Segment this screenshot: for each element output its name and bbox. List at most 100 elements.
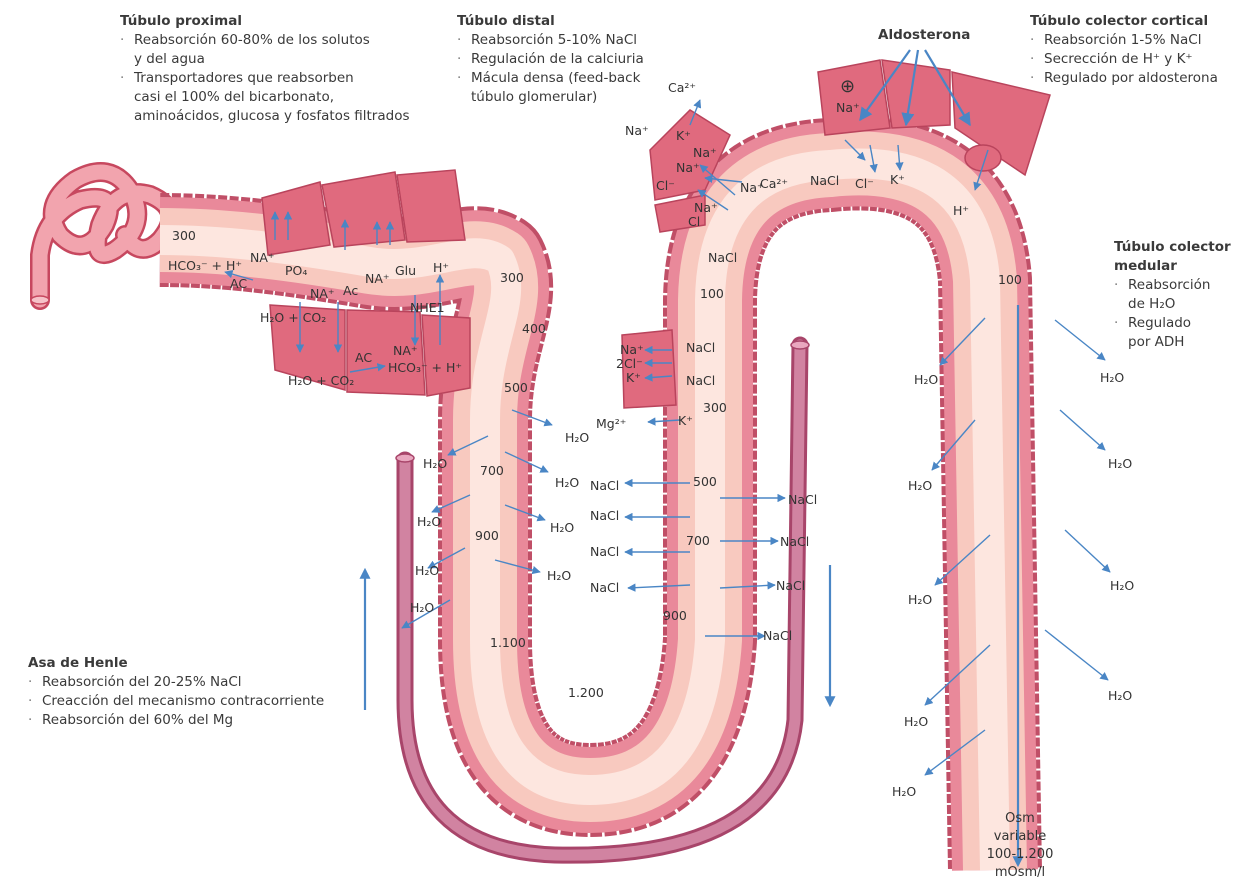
transport-arrows (224, 99, 1111, 776)
osm-collector-100: 100 (998, 272, 1022, 287)
label-ca-md: Ca²⁺ (760, 176, 788, 191)
label-h-cortical: H⁺ (953, 203, 969, 218)
label-na-2: NA⁺ (310, 286, 335, 301)
label-na-md3: Na⁺ (676, 160, 700, 175)
label-nhe1: NHE1 (410, 300, 445, 315)
label-h2o-m7: H₂O (904, 714, 928, 729)
label-h2o-d7: H₂O (415, 563, 439, 578)
label-mg: Mg²⁺ (596, 416, 626, 431)
label-nacl-b2: NaCl (780, 534, 809, 549)
collector-end-line-2: variable (994, 829, 1046, 844)
proximal-item-1b: y del agua (134, 51, 205, 67)
glomerulus-coil (29, 162, 181, 310)
label-na-md2: Na⁺ (693, 145, 717, 160)
label-na-cell: NA⁺ (393, 343, 418, 358)
label-k-cortical: K⁺ (890, 172, 905, 187)
distal-item-3a: ·Mácula densa (feed-back (457, 70, 641, 86)
proximal-annotation: Túbulo proximal ·Reabsorción 60-80% de l… (120, 12, 410, 126)
label-na-md4: Na⁺ (694, 200, 718, 215)
proximal-title: Túbulo proximal (120, 13, 242, 29)
osm-desc-700: 700 (480, 463, 504, 478)
label-nacl-cortical: NaCl (810, 173, 839, 188)
label-na-cortical: Na⁺ (836, 100, 860, 115)
proximal-item-2c: aminoácidos, glucosa y fosfatos filtrado… (134, 108, 410, 124)
henle-annotation: Asa de Henle ·Reabsorción del 20-25% NaC… (28, 654, 324, 730)
distal-item-2: ·Regulación de la calciuria (457, 51, 644, 67)
henle-item-2: ·Creacción del mecanismo contracorriente (28, 693, 325, 709)
label-h2o-co2-lumen: H₂O + CO₂ (260, 310, 326, 325)
medular-title-2: medular (1114, 258, 1177, 274)
medular-item-1b: de H₂O (1128, 296, 1176, 312)
collector-end-line-4: mOsm/l (995, 865, 1045, 880)
label-h2o-d2: H₂O (555, 475, 579, 490)
tubule-lumen-core (159, 148, 1010, 871)
label-po4: PO₄ (285, 263, 307, 278)
distal-item-1: ·Reabsorción 5-10% NaCl (457, 32, 638, 48)
osm-bend-1100: 1.100 (490, 635, 526, 650)
label-nacl-a3: NaCl (590, 544, 619, 559)
label-nacl-b4: NaCl (763, 628, 792, 643)
label-h2o-d4: H₂O (547, 568, 571, 583)
osm-desc-300: 300 (500, 270, 524, 285)
label-na-md: Na⁺ (625, 123, 649, 138)
cortical-item-1: ·Reabsorción 1-5% NaCl (1030, 32, 1202, 48)
proximal-cells (261, 169, 471, 397)
osm-distal-100: 100 (700, 286, 724, 301)
diagram-labels: 300 HCO₃⁻ + H⁺ AC NA⁺ PO₄ NA⁺ Ac NA⁺ Glu… (168, 76, 1134, 880)
label-h2o-m4: H₂O (1108, 456, 1132, 471)
label-k-tal: K⁺ (626, 370, 641, 385)
label-nacl-tal-1: NaCl (686, 340, 715, 355)
label-k-mg: K⁺ (678, 413, 693, 428)
label-na-ca-md: Na⁺ (740, 180, 764, 195)
cortical-item-3: ·Regulado por aldosterona (1030, 70, 1218, 86)
label-h2o-co2-cell: H₂O + CO₂ (288, 373, 354, 388)
label-h2o-m5: H₂O (908, 592, 932, 607)
label-h2o-m3: H₂O (908, 478, 932, 493)
medular-annotation: Túbulo colector medular ·Reabsorción de … (1114, 238, 1231, 352)
label-cl-md: Cl⁻ (656, 178, 675, 193)
label-ca-top: Ca²⁺ (668, 80, 696, 95)
proximal-item-2b: casi el 100% del bicarbonato, (134, 89, 334, 105)
osm-desc-400: 400 (522, 321, 546, 336)
label-ac-acetate: Ac (343, 283, 358, 298)
label-nacl-distal: NaCl (708, 250, 737, 265)
vasa-recta (395, 336, 810, 864)
label-nacl-a1: NaCl (590, 478, 619, 493)
proximal-item-1a: ·Reabsorción 60-80% de los solutos (120, 32, 370, 48)
label-h2o-d1: H₂O (565, 430, 589, 445)
label-hco3-h-cell: HCO₃⁻ + H⁺ (388, 360, 462, 375)
cortical-item-2: ·Secrección de H⁺ y K⁺ (1030, 51, 1193, 67)
aldosterone-arrows (859, 49, 971, 127)
label-h2o-d8: H₂O (410, 600, 434, 615)
henle-item-1: ·Reabsorción del 20-25% NaCl (28, 674, 242, 690)
label-nacl-b1: NaCl (788, 492, 817, 507)
henle-item-3: ·Reabsorción del 60% del Mg (28, 712, 234, 728)
label-plus-circle: ⊕ (840, 76, 855, 97)
osm-asc-700: 700 (686, 533, 710, 548)
henle-title: Asa de Henle (28, 655, 128, 671)
label-h-proximal: H⁺ (433, 260, 449, 275)
label-h2o-d5: H₂O (423, 456, 447, 471)
medular-item-2b: por ADH (1128, 334, 1185, 350)
label-h2o-d6: H₂O (417, 514, 441, 529)
label-na-3: NA⁺ (365, 271, 390, 286)
label-h2o-m6: H₂O (1110, 578, 1134, 593)
cortical-annotation: Túbulo colector cortical ·Reabsorción 1-… (1030, 12, 1218, 88)
label-k-md: K⁺ (676, 128, 691, 143)
label-glu: Glu (395, 263, 416, 278)
cortical-title: Túbulo colector cortical (1030, 13, 1209, 29)
label-hco3-h-proximal: HCO₃⁻ + H⁺ (168, 258, 242, 273)
label-nacl-b3: NaCl (776, 578, 805, 593)
label-ac-cell: AC (355, 350, 372, 365)
label-na-tal: Na⁺ (620, 342, 644, 357)
label-nacl-tal-2: NaCl (686, 373, 715, 388)
osm-asc-300: 300 (703, 400, 727, 415)
osm-asc-900: 900 (663, 608, 687, 623)
distal-title: Túbulo distal (457, 13, 555, 29)
proximal-item-2a: ·Transportadores que reabsorben (120, 70, 354, 86)
label-ac-proximal: AC (230, 276, 247, 291)
distal-annotation: Túbulo distal ·Reabsorción 5-10% NaCl ·R… (457, 12, 644, 107)
label-h2o-d3: H₂O (550, 520, 574, 535)
label-cl-md2: Cl (688, 214, 700, 229)
